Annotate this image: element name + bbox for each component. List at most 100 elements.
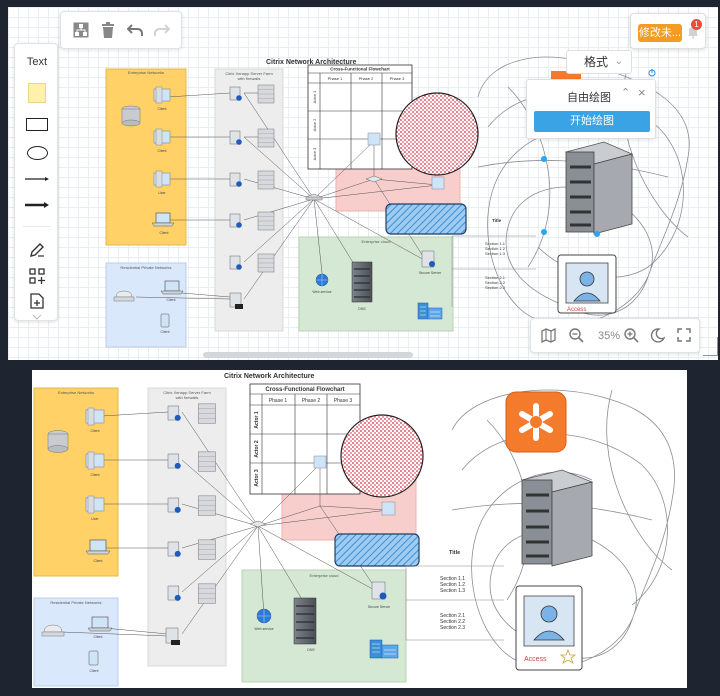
phase-2-label: Phase 2 <box>359 76 374 81</box>
preview-xenapp-server[interactable] <box>167 583 216 604</box>
preview-title: Citrix Network Architecture <box>224 373 314 380</box>
diagram-editor[interactable]: Citrix Network Architecture Enterprise N… <box>8 7 718 360</box>
editor-canvas[interactable]: Citrix Network Architecture Enterprise N… <box>8 7 718 360</box>
svg-text:Section 2.2: Section 2.2 <box>440 619 465 625</box>
svg-text:Web service: Web service <box>312 290 331 294</box>
preview-xenapp-servers <box>165 403 216 645</box>
database-stack-icon <box>121 105 141 127</box>
close-icon[interactable]: × <box>638 85 646 100</box>
sticky-note-tool[interactable] <box>15 82 59 104</box>
svg-text:Section 2.1: Section 2.1 <box>440 613 465 619</box>
preview-flowchart: Cross-Functional Flowchart Phase 1 Phase… <box>249 383 361 495</box>
xenapp-server[interactable] <box>229 128 275 148</box>
flowchart-device[interactable] <box>367 132 381 146</box>
enterprise-networks-zone[interactable] <box>105 68 187 246</box>
xenapp-server[interactable] <box>229 84 275 104</box>
client-device[interactable]: Client <box>153 128 171 153</box>
cross-functional-flowchart[interactable]: Cross-Functional Flowchart Phase 1 Phase… <box>307 64 413 170</box>
server-rack-illustration[interactable] <box>564 141 634 235</box>
client-device[interactable]: User <box>153 170 171 195</box>
svg-text:DNS: DNS <box>358 307 366 311</box>
svg-text:Actor 2: Actor 2 <box>254 440 260 457</box>
palette-expand[interactable] <box>15 312 59 322</box>
more-shapes-tool[interactable] <box>15 268 59 284</box>
preview-access-badge: Access <box>515 585 583 671</box>
add-page-tool[interactable] <box>15 293 59 309</box>
xenapp-server[interactable] <box>229 211 275 231</box>
diagram-icon[interactable] <box>71 19 90 41</box>
modify-button[interactable]: 修改未... <box>638 24 682 42</box>
svg-text:User: User <box>158 191 166 195</box>
svg-text:Section 1.1: Section 1.1 <box>485 241 506 246</box>
undo-icon[interactable] <box>125 19 144 41</box>
svg-text:Client: Client <box>167 298 176 302</box>
blue-hatched-block[interactable] <box>385 203 467 235</box>
preview-residential-zone <box>33 597 119 687</box>
line-tool[interactable] <box>15 172 59 186</box>
preview-web-service-icon: Web service <box>254 608 274 631</box>
preview-laptop-icon: Client <box>87 616 113 639</box>
svg-text:Section 2.3: Section 2.3 <box>485 285 506 290</box>
secure-server-icon[interactable]: Secure Server <box>419 250 442 275</box>
fullscreen-icon[interactable] <box>677 328 691 347</box>
preview-xenapp-server[interactable] <box>167 539 216 560</box>
flowchart-monitor[interactable] <box>431 176 445 190</box>
power-icon[interactable] <box>648 69 656 77</box>
zoom-out-icon[interactable] <box>569 328 584 348</box>
horizontal-scrollbar[interactable] <box>203 352 413 358</box>
dns-server-rack-icon[interactable]: DNS <box>351 261 373 311</box>
chevron-down-icon: ⌄ <box>614 56 623 67</box>
flowchart-switch[interactable] <box>365 175 383 183</box>
xenapp-server[interactable] <box>229 253 275 273</box>
client-device[interactable]: Client <box>153 86 171 111</box>
preview-xenapp-server[interactable] <box>167 495 216 516</box>
preview-xenapp-server[interactable] <box>167 451 216 472</box>
freehand-scribble[interactable] <box>477 56 690 326</box>
svg-text:Access: Access <box>524 656 547 663</box>
hub-switch-icon[interactable] <box>305 193 323 201</box>
selection-handles[interactable] <box>541 156 600 237</box>
start-drawing-button[interactable]: 开始绘图 <box>534 111 650 132</box>
zoom-in-icon[interactable] <box>624 328 639 348</box>
tablet-icon[interactable]: Client <box>161 313 170 334</box>
preview-flowchart-device <box>313 455 327 469</box>
preview-building-icon <box>369 639 399 659</box>
svg-text:Client: Client <box>158 107 167 111</box>
thick-arrow-tool[interactable] <box>15 198 59 212</box>
xenapp-servers[interactable] <box>229 84 275 309</box>
server-farm-label: Citrix Xenapp Server Farm <box>225 71 273 76</box>
enterprise-cloud-label: Enterprise cloud <box>362 239 391 244</box>
line-arrow-icon <box>25 177 49 181</box>
building-icon[interactable] <box>417 302 443 320</box>
laptop-icon[interactable]: Client <box>151 212 175 235</box>
preview-database-icon <box>47 430 69 453</box>
xenapp-server[interactable] <box>229 292 243 309</box>
laptop-icon[interactable]: Client <box>160 280 184 302</box>
format-dropdown[interactable]: 格式⌄ <box>566 50 632 74</box>
trash-icon[interactable] <box>98 19 117 41</box>
router-icon[interactable] <box>113 290 135 302</box>
web-service-icon[interactable]: Web service <box>312 273 332 294</box>
zoom-controls: 35% <box>530 318 700 353</box>
ellipse-tool[interactable] <box>15 145 59 161</box>
redo-icon[interactable] <box>152 19 171 41</box>
pen-tool[interactable] <box>15 242 59 258</box>
access-badge-illustration[interactable]: Access <box>557 254 617 314</box>
map-icon[interactable] <box>541 327 556 348</box>
red-dotted-circle[interactable] <box>395 92 479 176</box>
rectangle-icon <box>26 117 48 131</box>
residential-networks-zone[interactable] <box>105 262 187 348</box>
dark-mode-moon-icon[interactable] <box>650 328 666 348</box>
svg-text:DNS: DNS <box>307 648 315 652</box>
preview-server-farm-zone <box>147 387 227 667</box>
preview-xenapp-server[interactable] <box>167 403 216 424</box>
sections-list[interactable]: Title Section 1.1 Section 1.2 Section 1.… <box>451 218 536 307</box>
text-tool[interactable]: Text <box>26 56 48 68</box>
svg-text:Web service: Web service <box>254 627 273 631</box>
server-farm-zone[interactable] <box>214 68 284 332</box>
xenapp-server[interactable] <box>229 170 275 190</box>
notification-badge: 1 <box>691 19 702 30</box>
rectangle-tool[interactable] <box>15 116 59 132</box>
resize-corner[interactable] <box>703 337 718 356</box>
chevron-up-icon[interactable]: ⌃ <box>621 87 631 99</box>
